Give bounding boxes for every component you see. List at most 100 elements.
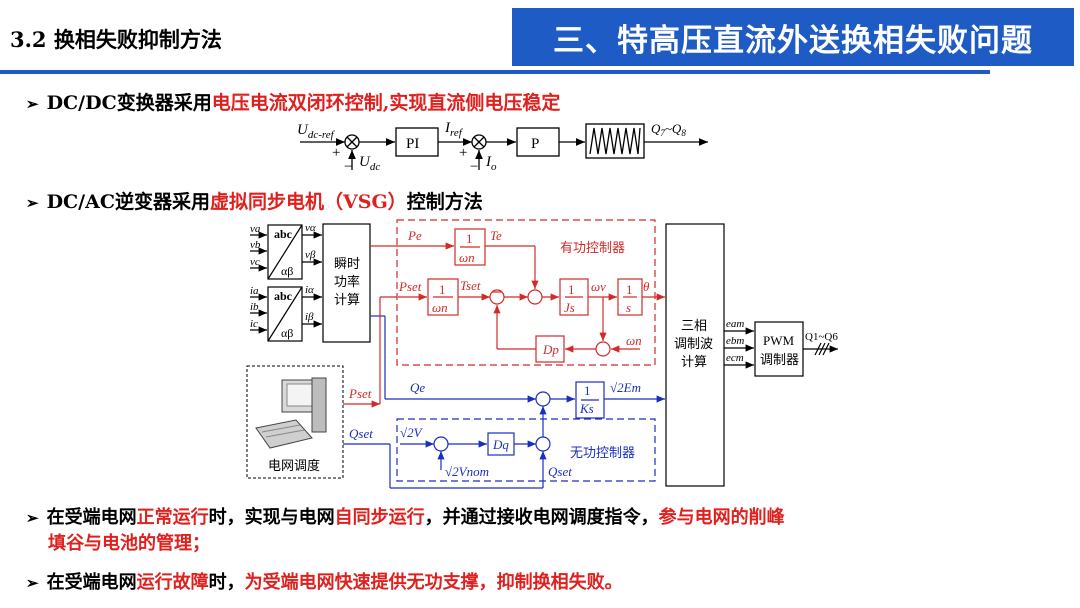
qset-label-b: Qset	[548, 464, 572, 479]
dcdc-labels: Udc-ref + − PI Iref + − P Q7~Q8 Udc Io	[297, 120, 686, 175]
clarke-blocks	[250, 223, 371, 343]
ib-label: ib	[250, 301, 259, 313]
one-label-d: 1	[626, 282, 633, 297]
vc-label: vc	[250, 256, 260, 268]
bullet-dcac-prefix: DC/AC逆变器采用	[46, 191, 210, 213]
one-label-e: 1	[584, 383, 591, 398]
dcdc-loop	[300, 123, 708, 170]
sqrt2vnom-label: √2Vnom	[445, 464, 489, 479]
dq-label: Dq	[492, 437, 509, 452]
qe-label: Qe	[410, 380, 425, 395]
ks-label: Ks	[579, 401, 594, 416]
grid-dispatch-label: 电网调度	[268, 458, 320, 473]
ic-label: ic	[250, 318, 258, 330]
theta-label: θ	[643, 279, 650, 294]
vb-label: vb	[250, 239, 261, 251]
instant-label-3: 计算	[334, 292, 360, 307]
bullet-dcac-suffix: 控制方法	[406, 191, 483, 213]
active-controller-frame	[396, 219, 656, 366]
instant-power-block	[322, 223, 371, 343]
mod-label-2: 调制波	[674, 336, 713, 351]
one-label-b: 1	[439, 282, 446, 297]
block-1-over-Ks	[575, 381, 605, 419]
one-label-a: 1	[466, 231, 473, 246]
abc-label-2: abc	[274, 289, 293, 303]
bullet-arrow-icon: ➢	[26, 95, 39, 113]
reactive-controller	[370, 315, 665, 482]
dp-label: Dp	[542, 342, 559, 357]
bullet-arrow-icon: ➢	[26, 509, 39, 527]
pi-label: PI	[406, 136, 419, 152]
mod-label-3: 计算	[681, 354, 707, 369]
pwm-modulator-label: 调制器	[760, 352, 799, 367]
eam-label: eam	[726, 318, 744, 330]
ecm-label: ecm	[726, 352, 744, 364]
ebm-label: ebm	[726, 335, 744, 347]
label-udc: Udc	[359, 154, 380, 173]
wn-label-c: ωn	[626, 333, 642, 348]
sqrt2em-label: √2Em	[610, 380, 641, 395]
sum-blue-2	[433, 436, 449, 452]
va-label: va	[250, 223, 261, 235]
plus-1: +	[332, 145, 340, 161]
block-1-over-wn-a	[454, 228, 486, 266]
pset-label-grid: Pset	[348, 386, 372, 401]
s-label: s	[626, 300, 631, 315]
ab-label-1: αβ	[281, 264, 293, 278]
ialpha-label: iα	[305, 284, 314, 296]
ab-label-2: αβ	[281, 326, 293, 340]
label-iref: Iref	[444, 120, 464, 139]
bullet-arrow-icon: ➢	[26, 574, 39, 592]
minus-1: −	[344, 159, 352, 175]
sum-red-3	[595, 341, 611, 357]
bullet-dcdc-prefix: DC/DC变换器采用	[46, 92, 212, 114]
clarke-i-block	[267, 286, 303, 342]
wn-label-b: ωn	[432, 300, 448, 315]
wn-label-a: ωn	[459, 250, 475, 265]
sqrt2v-label: √2V	[400, 425, 424, 440]
title-banner: 三、特高压直流外送换相失败问题	[512, 8, 1074, 66]
three-phase-modulation-block	[665, 223, 725, 487]
bullet-dcac-highlight: 虚拟同步电机（VSG）	[209, 191, 407, 213]
ibeta-label: iβ	[305, 311, 314, 323]
active-controller-label: 有功控制器	[560, 240, 625, 255]
bullet-dcdc-highlight: 电压电流双闭环控制,实现直流侧电压稳定	[211, 92, 561, 114]
paragraph-fault-operation: ➢在受端电网运行故障时，为受端电网快速提供无功支撑，抑制换相失败。	[26, 572, 623, 593]
js-label: Js	[564, 300, 575, 315]
pwm-label: PWM	[763, 333, 795, 348]
minus-2: −	[470, 159, 478, 175]
valpha-label: vα	[305, 222, 316, 234]
te-label: Te	[490, 228, 502, 243]
qset-label-grid: Qset	[349, 426, 373, 441]
q1-q6-label: Q1~Q6	[805, 331, 838, 343]
label-udcref: Udc-ref	[297, 122, 336, 141]
vbeta-label: vβ	[305, 249, 316, 261]
page-title: 三、特高压直流外送换相失败问题	[553, 22, 1033, 59]
label-io: Io	[485, 154, 497, 173]
active-controller	[370, 219, 665, 366]
sum-blue-3	[535, 436, 551, 452]
sum-red-2	[527, 289, 543, 305]
ia-label: ia	[250, 285, 259, 297]
one-label-c: 1	[568, 282, 575, 297]
bullet-arrow-icon: ➢	[26, 194, 39, 212]
tset-label: Tset	[460, 278, 481, 293]
label-q7-q8: Q7~Q8	[651, 121, 686, 138]
sum-blue-1	[535, 391, 551, 407]
bullet-dcdc: ➢ DC/DC变换器采用电压电流双闭环控制,实现直流侧电压稳定	[26, 88, 560, 115]
computer-tower-icon	[311, 377, 327, 433]
pset-label-a: Pset	[398, 279, 422, 294]
pwm-modulator-block	[754, 321, 804, 377]
wv-label: ωv	[591, 279, 606, 294]
pwm-triangle-block	[585, 123, 645, 159]
mod-label-1: 三相	[681, 318, 707, 333]
clarke-v-block	[267, 224, 303, 280]
instant-label-1: 瞬时	[334, 256, 360, 271]
pe-label: Pe	[407, 228, 422, 243]
bullet-dcac: ➢ DC/AC逆变器采用虚拟同步电机（VSG）控制方法	[26, 187, 483, 214]
p-label: P	[531, 136, 539, 152]
abc-label-1: abc	[274, 227, 293, 241]
reactive-controller-frame	[396, 418, 656, 482]
section-title: 3.2 换相失败抑制方法	[10, 27, 222, 52]
